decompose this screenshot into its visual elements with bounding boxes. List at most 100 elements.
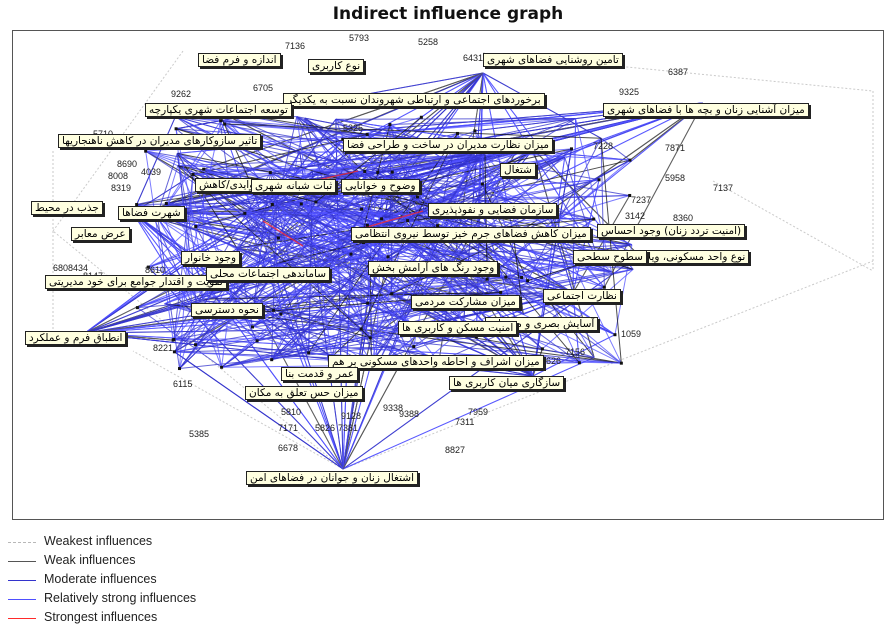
node-marker — [499, 291, 502, 294]
node-label[interactable]: وجود خانوار — [181, 251, 240, 265]
node-label[interactable]: میزان حس تعلق به مکان — [245, 386, 363, 400]
node-marker — [520, 276, 523, 279]
node-label[interactable]: جذب در محیط — [31, 201, 103, 215]
node-label[interactable]: ساماندهی اجتماعات محلی — [206, 267, 330, 281]
node-marker — [307, 351, 310, 354]
node-marker — [412, 345, 415, 348]
legend-line-swatch — [8, 618, 36, 619]
node-code: 9262 — [171, 89, 191, 99]
node-marker — [194, 343, 197, 346]
node-label[interactable]: وجود رنگ های آرامش بخش — [368, 261, 498, 275]
node-label[interactable]: برخوردهای اجتماعی و ارتباطی شهروندان نسب… — [283, 93, 545, 107]
node-label[interactable]: سطوح سطحی — [573, 250, 647, 264]
node-label[interactable]: تاثیر سازوکارهای مدیران در کاهش ناهنجاری… — [58, 134, 261, 148]
node-marker — [613, 333, 616, 336]
node-marker — [178, 367, 181, 370]
node-code: 6626 — [541, 356, 561, 366]
node-marker — [366, 302, 369, 305]
node-code: 7136 — [285, 41, 305, 51]
node-label[interactable]: میزان آشنایی زنان و بچه ها با فضاهای شهر… — [603, 103, 809, 117]
legend-label: Relatively strong influences — [44, 591, 196, 605]
node-marker — [144, 150, 147, 153]
node-label[interactable]: تامین روشنایی فضاهای شهری — [483, 53, 623, 67]
legend-line-swatch — [8, 561, 36, 562]
node-code: 7156 — [565, 347, 585, 357]
graph-title: Indirect influence graph — [0, 4, 896, 24]
node-code: 5810 — [281, 407, 301, 417]
node-marker — [388, 123, 391, 126]
node-code: 5826 — [315, 423, 335, 433]
node-code: 6387 — [668, 67, 688, 77]
legend-label: Strongest influences — [44, 610, 157, 624]
node-label[interactable]: شهرت فضاها — [118, 206, 185, 220]
node-marker — [363, 170, 366, 173]
node-marker — [173, 350, 176, 353]
node-label[interactable]: نحوه دسترسی — [191, 303, 263, 317]
node-label[interactable]: سازگاری میان کاربری ها — [449, 376, 564, 390]
legend-label: Weak influences — [44, 553, 136, 567]
node-label[interactable]: ثبات شبانه شهری — [251, 179, 336, 193]
node-marker — [271, 203, 274, 206]
node-label[interactable]: شتغال — [500, 163, 536, 177]
node-marker — [486, 278, 489, 281]
node-code: 7381 — [338, 423, 358, 433]
node-marker — [390, 292, 393, 295]
node-code: 4039 — [141, 167, 161, 177]
node-label[interactable]: سازمان فضایی و نفوذپذیری — [428, 203, 557, 217]
node-label[interactable]: میزان اشراف و احاطه واحدهای مسکونی بر هم — [328, 355, 544, 369]
node-code: 7171 — [278, 423, 298, 433]
node-code: 8360 — [673, 213, 693, 223]
node-code: 5325 — [343, 123, 363, 133]
node-marker — [277, 236, 280, 239]
node-label[interactable]: اندازه و فرم فضا — [198, 53, 281, 67]
node-code: 7137 — [713, 183, 733, 193]
node-label[interactable]: انطباق فرم و عملکرد — [25, 331, 126, 345]
node-code: 7228 — [593, 141, 613, 151]
node-marker — [314, 201, 317, 204]
node-marker — [369, 336, 372, 339]
node-code: 7959 — [468, 407, 488, 417]
node-label[interactable]: وایدی/کاهش — [195, 178, 258, 192]
node-label[interactable]: نظارت اجتماعی — [543, 289, 621, 303]
node-code: 7311 — [455, 417, 474, 427]
node-code: 5258 — [418, 37, 438, 47]
node-marker — [578, 361, 581, 364]
node-label[interactable]: میزان کاهش فضاهای جرم خیز توسط نیروی انت… — [351, 227, 591, 241]
node-code: 8690 — [117, 159, 137, 169]
node-label[interactable]: میزان نظارت مدیران در ساخت و طراحی فضا — [343, 138, 553, 152]
node-marker — [360, 208, 363, 211]
node-label[interactable]: میزان مشارکت مردمی — [411, 295, 520, 309]
node-marker — [192, 173, 195, 176]
node-marker — [220, 366, 223, 369]
node-marker — [456, 132, 459, 135]
node-marker — [481, 183, 484, 186]
node-marker — [172, 339, 175, 342]
node-code: 6678 — [278, 443, 298, 453]
node-marker — [251, 325, 254, 328]
node-label[interactable]: امنیت مسکن و کاربری ها — [398, 321, 517, 335]
node-label[interactable]: (امنیت تردد زنان) وجود احساس — [597, 224, 745, 238]
legend-line-swatch — [8, 542, 36, 543]
node-code: 6115 — [173, 379, 192, 389]
node-marker — [620, 362, 623, 365]
node-label[interactable]: عمر و قدمت بنا — [281, 367, 358, 381]
node-label[interactable]: تقویت و اقتدار جوامع برای خود مدیریتی — [45, 275, 227, 289]
node-label[interactable]: نوع کاربری — [308, 59, 364, 73]
node-label[interactable]: وضوح و خوانایی — [341, 179, 420, 193]
legend-line-swatch — [8, 599, 36, 600]
legend-label: Moderate influences — [44, 572, 157, 586]
node-marker — [366, 133, 369, 136]
node-marker — [223, 123, 226, 126]
node-marker — [541, 347, 544, 350]
node-marker — [269, 171, 272, 174]
node-marker — [136, 306, 139, 309]
node-label[interactable]: اشتغال زنان و جوانان در فضاهای امن — [246, 471, 418, 485]
node-code: 8008 — [108, 171, 128, 181]
node-label[interactable]: عرض معابر — [71, 227, 130, 241]
node-label[interactable]: توسعه اجتماعات شهری یکپارچه — [145, 103, 292, 117]
legend-label: Weakest influences — [44, 534, 152, 548]
node-marker — [202, 168, 205, 171]
node-code: 7871 — [665, 143, 685, 153]
node-marker — [473, 129, 476, 132]
node-marker — [592, 218, 595, 221]
